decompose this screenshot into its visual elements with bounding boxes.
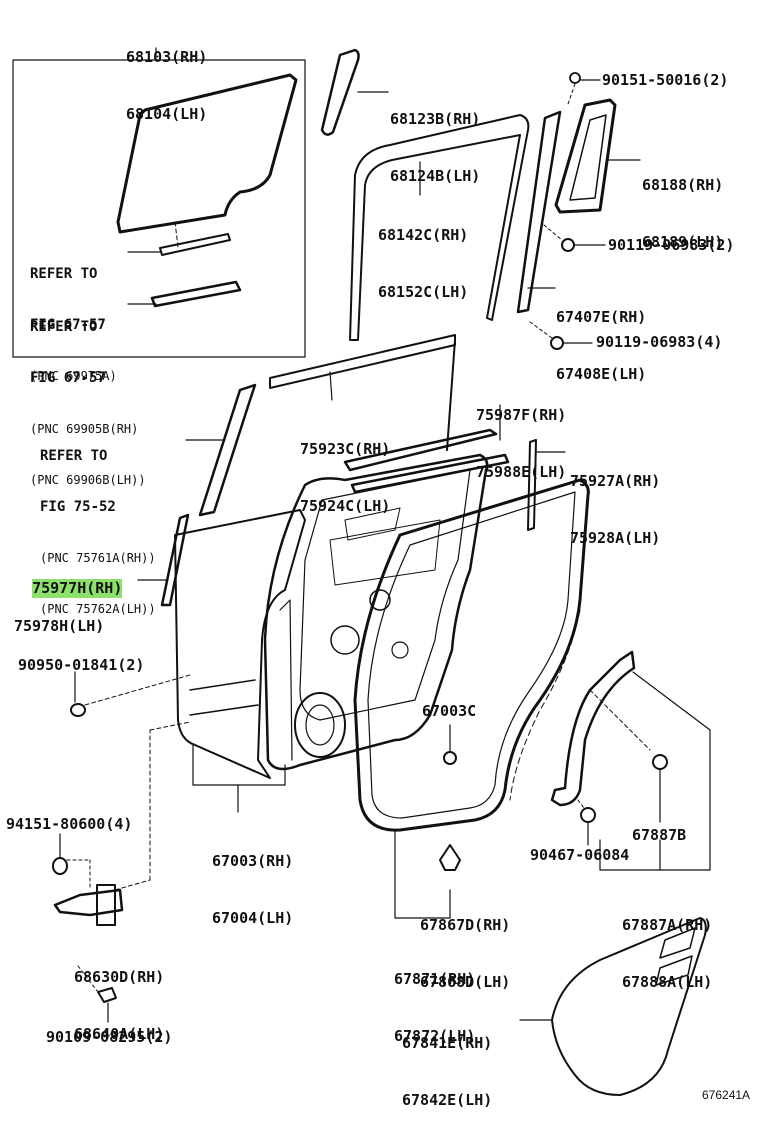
label-glass-refer-2: REFER TO FIG 67-57 (PNC 69905B(RH) (PNC … [30, 285, 146, 506]
label-94151: 94151-80600(4) [6, 815, 133, 833]
label-75927: 75927A(RH) 75928A(LH) [570, 434, 660, 567]
refer-pnc: (PNC 75762A(LH)) [40, 602, 156, 616]
label-lh: 67842E(LH) [402, 1091, 493, 1109]
label-68188: 68188(RH) 68189(LH) [642, 138, 723, 271]
label-67867: 67867D(RH) 67868D(LH) [420, 878, 510, 1011]
diagram-id: 676241A [702, 1088, 751, 1102]
refer-pnc: (PNC 69906B(LH)) [30, 473, 146, 487]
refer-line: FIG 75-52 [40, 499, 116, 515]
pillar-garnish [198, 383, 257, 517]
label-lh: 75978H(LH) [14, 617, 105, 635]
label-67003: 67003(RH) 67004(LH) [212, 814, 293, 947]
belt-moulding-75987 [343, 428, 498, 472]
clip-67867 [439, 844, 461, 871]
glass-channel-strip-1 [159, 233, 231, 256]
label-90467: 90467-06084 [530, 846, 630, 864]
label-glass-refer-1: REFER TO FIG 67-57 (PNC 69975A) [30, 232, 117, 402]
label-67841: 67841E(RH) 67842E(LH) [402, 996, 492, 1129]
refer-pnc: (PNC 75761A(RH)) [40, 551, 156, 565]
strip-75927 [527, 439, 537, 531]
label-90151: 90151-50016(2) [602, 71, 729, 89]
door-glass [116, 73, 298, 234]
label-75977: 75977H(RH) 75978H(LH) [14, 560, 123, 655]
label-rh: 67871(RH) [394, 970, 476, 988]
label-rh: 75927A(RH) [570, 472, 661, 490]
door-hinge-68630 [53, 888, 124, 917]
label-lh: 68189(LH) [642, 233, 724, 251]
strip-75977 [160, 513, 190, 607]
label-68630: 68630D(RH) 68640A(LH) [74, 930, 164, 1063]
label-rh: 67003(RH) [212, 852, 294, 870]
label-90109: 90109-08295(2) [46, 1028, 173, 1046]
label-lh: 75988E(LH) [476, 463, 567, 481]
label-lh: 67888A(LH) [622, 973, 713, 991]
label-glass-lh: 68104(LH) [126, 105, 208, 123]
label-67887b: 67887B [632, 826, 687, 844]
label-68123: 68123B(RH) 68124B(LH) [390, 72, 480, 205]
refer-pnc: (PNC 69975A) [30, 369, 117, 383]
label-rh: 67407E(RH) [556, 308, 647, 326]
label-rh: 67887A(RH) [622, 916, 713, 934]
label-75987: 75987F(RH) 75988E(LH) [476, 368, 566, 501]
label-lh: 75928A(LH) [570, 529, 661, 547]
door-weatherstrip-67871 [353, 478, 590, 832]
label-rh: 67841E(RH) [402, 1034, 493, 1052]
glass-channel-strip-2 [150, 280, 242, 308]
door-inner-frame [263, 453, 489, 771]
run-channel-68142 [349, 114, 530, 341]
label-refer-75-52: REFER TO FIG 75-52 (PNC 75761A(RH)) (PNC… [40, 414, 156, 635]
glass-group-box [12, 59, 306, 358]
label-90119-a: 90119-06983(2) [608, 236, 735, 254]
refer-line: FIG 67-57 [30, 317, 106, 333]
label-90119-b: 90119-06983(4) [596, 333, 723, 351]
label-rh: 68630D(RH) [74, 968, 165, 986]
refer-line: REFER TO [30, 319, 98, 335]
label-lh: 67872(LH) [394, 1027, 476, 1045]
label-rh: 75923C(RH) [300, 440, 391, 458]
label-rh: 68123B(RH) [390, 110, 481, 128]
label-67003c: 67003C [422, 702, 477, 720]
weatherstrip-75923 [269, 334, 456, 389]
label-90950: 90950-01841(2) [18, 656, 145, 674]
wheel-arch-moulding [550, 650, 636, 807]
label-lh: 67004(LH) [212, 909, 294, 927]
label-67887a: 67887A(RH) 67888A(LH) [622, 878, 712, 1011]
label-lh: 67408E(LH) [556, 365, 647, 383]
label-67871: 67871(RH) 67872(LH) [394, 932, 475, 1065]
label-67407: 67407E(RH) 67408E(LH) [556, 270, 646, 403]
label-lh: 68152C(LH) [378, 283, 469, 301]
refer-line: REFER TO [40, 448, 108, 464]
label-68142: 68142C(RH) 68152C(LH) [378, 188, 468, 321]
quarter-window-68188 [554, 98, 617, 214]
label-75923: 75923C(RH) 75924C(LH) [300, 402, 390, 535]
label-lh: 68640A(LH) [74, 1025, 165, 1043]
quarter-glass-68123 [320, 48, 360, 136]
label-rh: 67867D(RH) [420, 916, 511, 934]
label-lh: 67868D(LH) [420, 973, 511, 991]
label-rh-highlighted: 75977H(RH) [32, 579, 123, 598]
refer-pnc: (PNC 69905B(RH) [30, 422, 139, 436]
refer-line: FIG 67-57 [30, 370, 106, 386]
label-rh: 68188(RH) [642, 176, 724, 194]
division-bar-67407 [516, 110, 562, 314]
label-rh: 68142C(RH) [378, 226, 469, 244]
label-rh: 75987F(RH) [476, 406, 567, 424]
label-glass: 68103(RH) 68104(LH) [126, 10, 207, 143]
label-lh: 68124B(LH) [390, 167, 481, 185]
door-panel [174, 509, 306, 779]
door-protector-67841 [551, 917, 707, 1096]
refer-line: REFER TO [30, 266, 98, 282]
label-glass-rh: 68103(RH) [126, 48, 208, 66]
label-lh: 75924C(LH) [300, 497, 391, 515]
